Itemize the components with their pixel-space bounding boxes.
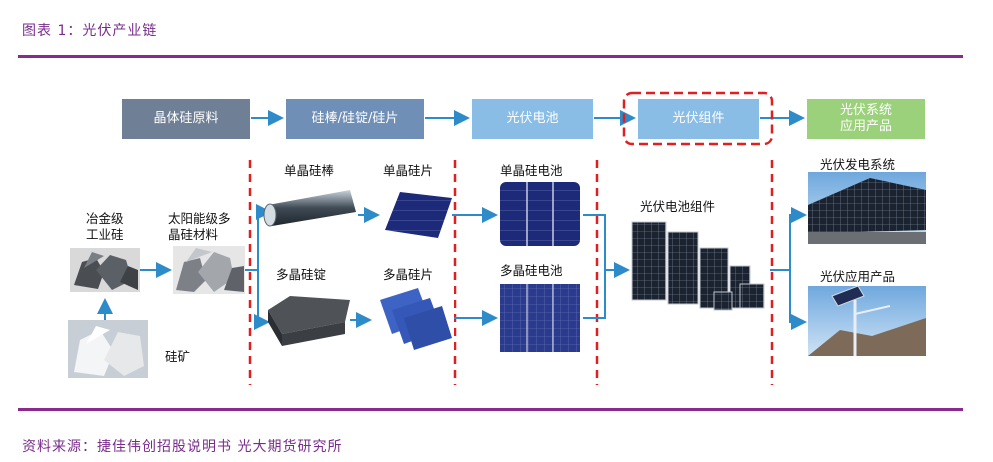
pv-application-label: 光伏应用产品 bbox=[820, 269, 896, 284]
poly-cell-label: 多晶硅电池 bbox=[500, 263, 563, 278]
poly-cell-image bbox=[500, 284, 580, 352]
pv-power-system-label: 光伏发电系统 bbox=[820, 157, 896, 172]
poly-wafer-image bbox=[372, 282, 454, 352]
stage-pv-module: 光伏组件 bbox=[638, 99, 759, 139]
stage-pv-system-line2: 应用产品 bbox=[839, 119, 892, 134]
stage-rod-ingot-wafer: 硅棒/硅锭/硅片 bbox=[286, 99, 424, 139]
flow-arrows bbox=[97, 204, 807, 330]
highlight-frame bbox=[622, 91, 774, 146]
figure-title: 图表 1：光伏产业链 bbox=[22, 23, 158, 39]
stage-pv-system-line1: 光伏系统 bbox=[839, 103, 892, 118]
metal-silicon-label-2: 工业硅 bbox=[86, 227, 124, 242]
mono-wafer-image bbox=[385, 192, 452, 238]
pv-power-system-image bbox=[808, 172, 926, 244]
solar-polysilicon-image bbox=[173, 246, 245, 294]
mono-rod-label: 单晶硅棒 bbox=[284, 163, 335, 178]
stage-pv-system: 光伏系统 应用产品 bbox=[807, 99, 925, 139]
pv-module-image bbox=[631, 221, 765, 311]
solar-polysilicon-label-1: 太阳能级多 bbox=[168, 211, 231, 226]
stage-silicon-feedstock: 晶体硅原料 bbox=[122, 99, 250, 139]
poly-ingot-image bbox=[268, 296, 350, 346]
mono-cell-label: 单晶硅电池 bbox=[500, 163, 563, 178]
bottom-rule bbox=[18, 408, 963, 411]
top-rule bbox=[18, 55, 963, 58]
mono-wafer-label: 单晶硅片 bbox=[383, 163, 434, 178]
quartz-image bbox=[68, 320, 148, 378]
mono-cell-image bbox=[500, 182, 580, 246]
poly-wafer-label: 多晶硅片 bbox=[383, 267, 434, 282]
poly-ingot-label: 多晶硅锭 bbox=[276, 267, 327, 282]
metal-silicon-label-1: 冶金级 bbox=[86, 211, 124, 226]
stage-pv-cell: 光伏电池 bbox=[472, 99, 593, 139]
pv-application-image bbox=[808, 285, 926, 356]
mono-rod-image bbox=[263, 190, 356, 227]
stage-dividers bbox=[248, 160, 774, 385]
source-note: 资料来源：捷佳伟创招股说明书 光大期货研究所 bbox=[22, 439, 343, 455]
solar-polysilicon-label-2: 晶硅材料 bbox=[168, 227, 219, 242]
pv-module-label: 光伏电池组件 bbox=[640, 199, 716, 214]
quartz-label: 硅矿 bbox=[165, 349, 191, 364]
metal-silicon-image bbox=[70, 248, 140, 292]
